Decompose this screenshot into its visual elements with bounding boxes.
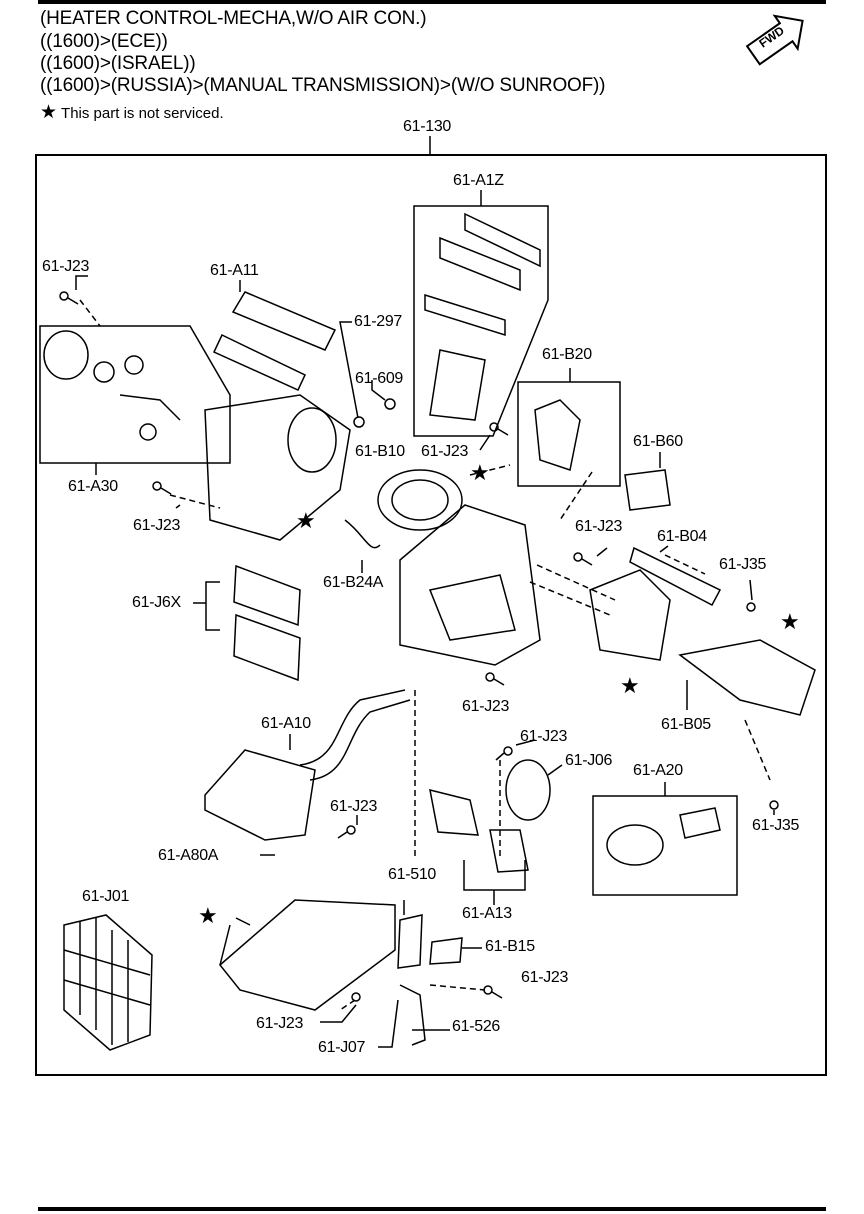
header-line-4: ((1600)>(RUSSIA)>(MANUAL TRANSMISSION)>(…: [40, 75, 606, 96]
label-61-j23-b15: 61-J23: [521, 969, 569, 986]
label-61-a10: 61-A10: [261, 715, 311, 732]
label-61-a1z: 61-A1Z: [453, 172, 504, 189]
label-61-a30: 61-A30: [68, 478, 118, 495]
label-61-j23-a80: 61-J23: [330, 798, 378, 815]
label-61-j23-c2: 61-J23: [520, 728, 568, 745]
label-61-j07: 61-J07: [318, 1039, 366, 1056]
star-icon: ★: [470, 460, 490, 485]
header-line-1: (HEATER CONTROL-MECHA,W/O AIR CON.): [40, 8, 427, 29]
label-61-b24a: 61-B24A: [323, 574, 384, 591]
label-61-j23-center: 61-J23: [462, 698, 510, 715]
label-61-j06: 61-J06: [565, 752, 613, 769]
assembly-frame: [35, 154, 827, 1076]
label-61-a80a: 61-A80A: [158, 847, 219, 864]
header-line-2: ((1600)>(ECE)): [40, 31, 168, 52]
label-61-j23-bot: 61-J23: [256, 1015, 304, 1032]
star-icon: ★: [198, 903, 218, 928]
label-61-a13: 61-A13: [462, 905, 512, 922]
label-61-609: 61-609: [355, 370, 404, 387]
fwd-label: FWD: [756, 23, 787, 51]
label-61-b10: 61-B10: [355, 443, 405, 460]
label-61-j23-left: 61-J23: [133, 517, 181, 534]
label-61-510: 61-510: [388, 866, 437, 883]
label-61-130: 61-130: [403, 118, 452, 135]
label-61-j35-bot: 61-J35: [752, 817, 800, 834]
label-61-j01: 61-J01: [82, 888, 130, 905]
note-text: This part is not serviced.: [61, 105, 224, 122]
label-61-j35-top: 61-J35: [719, 556, 767, 573]
top-rule: [38, 0, 826, 4]
star-icon: ★: [40, 102, 58, 123]
label-61-b15: 61-B15: [485, 938, 535, 955]
label-61-b05: 61-B05: [661, 716, 711, 733]
star-icon: ★: [780, 609, 800, 634]
star-icon: ★: [620, 673, 640, 698]
star-icon: ★: [296, 508, 316, 533]
label-61-j6x: 61-J6X: [132, 594, 181, 611]
label-61-a11: 61-A11: [210, 262, 259, 279]
label-61-a20: 61-A20: [633, 762, 683, 779]
label-61-297: 61-297: [354, 313, 403, 330]
label-61-j23-mid: 61-J23: [421, 443, 469, 460]
label-61-j23-right: 61-J23: [575, 518, 623, 535]
label-61-b20: 61-B20: [542, 346, 592, 363]
label-61-526: 61-526: [452, 1018, 501, 1035]
not-serviced-note: ★This part is not serviced.: [40, 102, 224, 124]
label-61-b60: 61-B60: [633, 433, 683, 450]
bottom-rule: [38, 1207, 826, 1211]
label-61-b04: 61-B04: [657, 528, 707, 545]
header-line-3: ((1600)>(ISRAEL)): [40, 53, 196, 74]
label-61-j23-tl: 61-J23: [42, 258, 90, 275]
